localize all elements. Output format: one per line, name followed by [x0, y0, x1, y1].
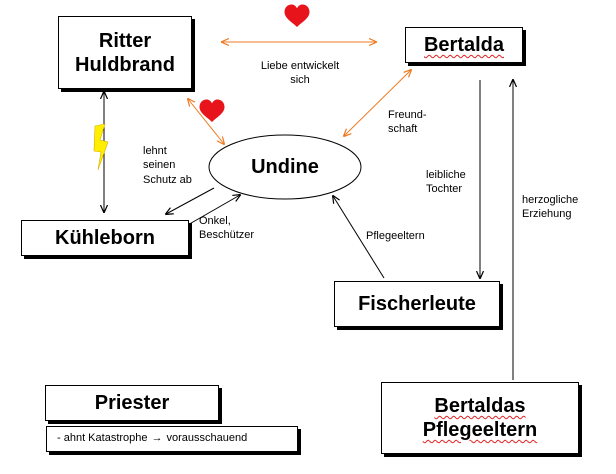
edge-label-pflegeeltern: Pflegeeltern [366, 230, 425, 242]
node-kuehleborn: Kühleborn [21, 220, 189, 256]
node-ritter-huldbrand: Ritter Huldbrand [58, 16, 192, 89]
edge-label-onkel: Onkel, Beschützer [199, 215, 255, 242]
edge-label-freundschaft: Freund- schaft [388, 109, 427, 136]
bertalda-label: Bertalda [423, 34, 505, 56]
priester-note-text: - ahnt Katastrophe [57, 432, 148, 445]
edge-label-liebe: Liebe entwickelt sich [260, 60, 340, 87]
node-priester: Priester [45, 385, 219, 421]
node-fischerleute: Fischerleute [334, 281, 500, 327]
arrow-kuehleborn-undine [185, 195, 240, 227]
arrow-undine-kuehleborn [166, 187, 215, 214]
bertaldas-pflegeeltern-label: Bertaldas Pflegeeltern [422, 395, 538, 441]
arrow-ritter-undine [188, 99, 224, 144]
edge-label-erziehung: herzogliche Erziehung [522, 194, 579, 221]
heart-icon [284, 4, 310, 27]
edge-label-lehnt: lehnt seinen Schutz ab [143, 145, 192, 186]
node-priester-note: - ahnt Katastrophe → vorausschauend [46, 426, 298, 452]
node-bertalda: Bertalda [405, 27, 523, 63]
edge-label-leibliche: leibliche Tochter [426, 169, 466, 196]
arrow-bertalda-undine [344, 70, 411, 136]
heart-icon [199, 99, 225, 122]
lightning-icon [93, 123, 109, 171]
arrow-fischerleute-undine [333, 196, 385, 279]
undine-ellipse [208, 134, 362, 200]
right-arrow-icon: → [151, 432, 163, 445]
node-undine: Undine [251, 155, 319, 178]
node-bertaldas-pflegeeltern: Bertaldas Pflegeeltern [381, 382, 579, 454]
priester-note-text-2: vorausschauend [166, 432, 248, 445]
